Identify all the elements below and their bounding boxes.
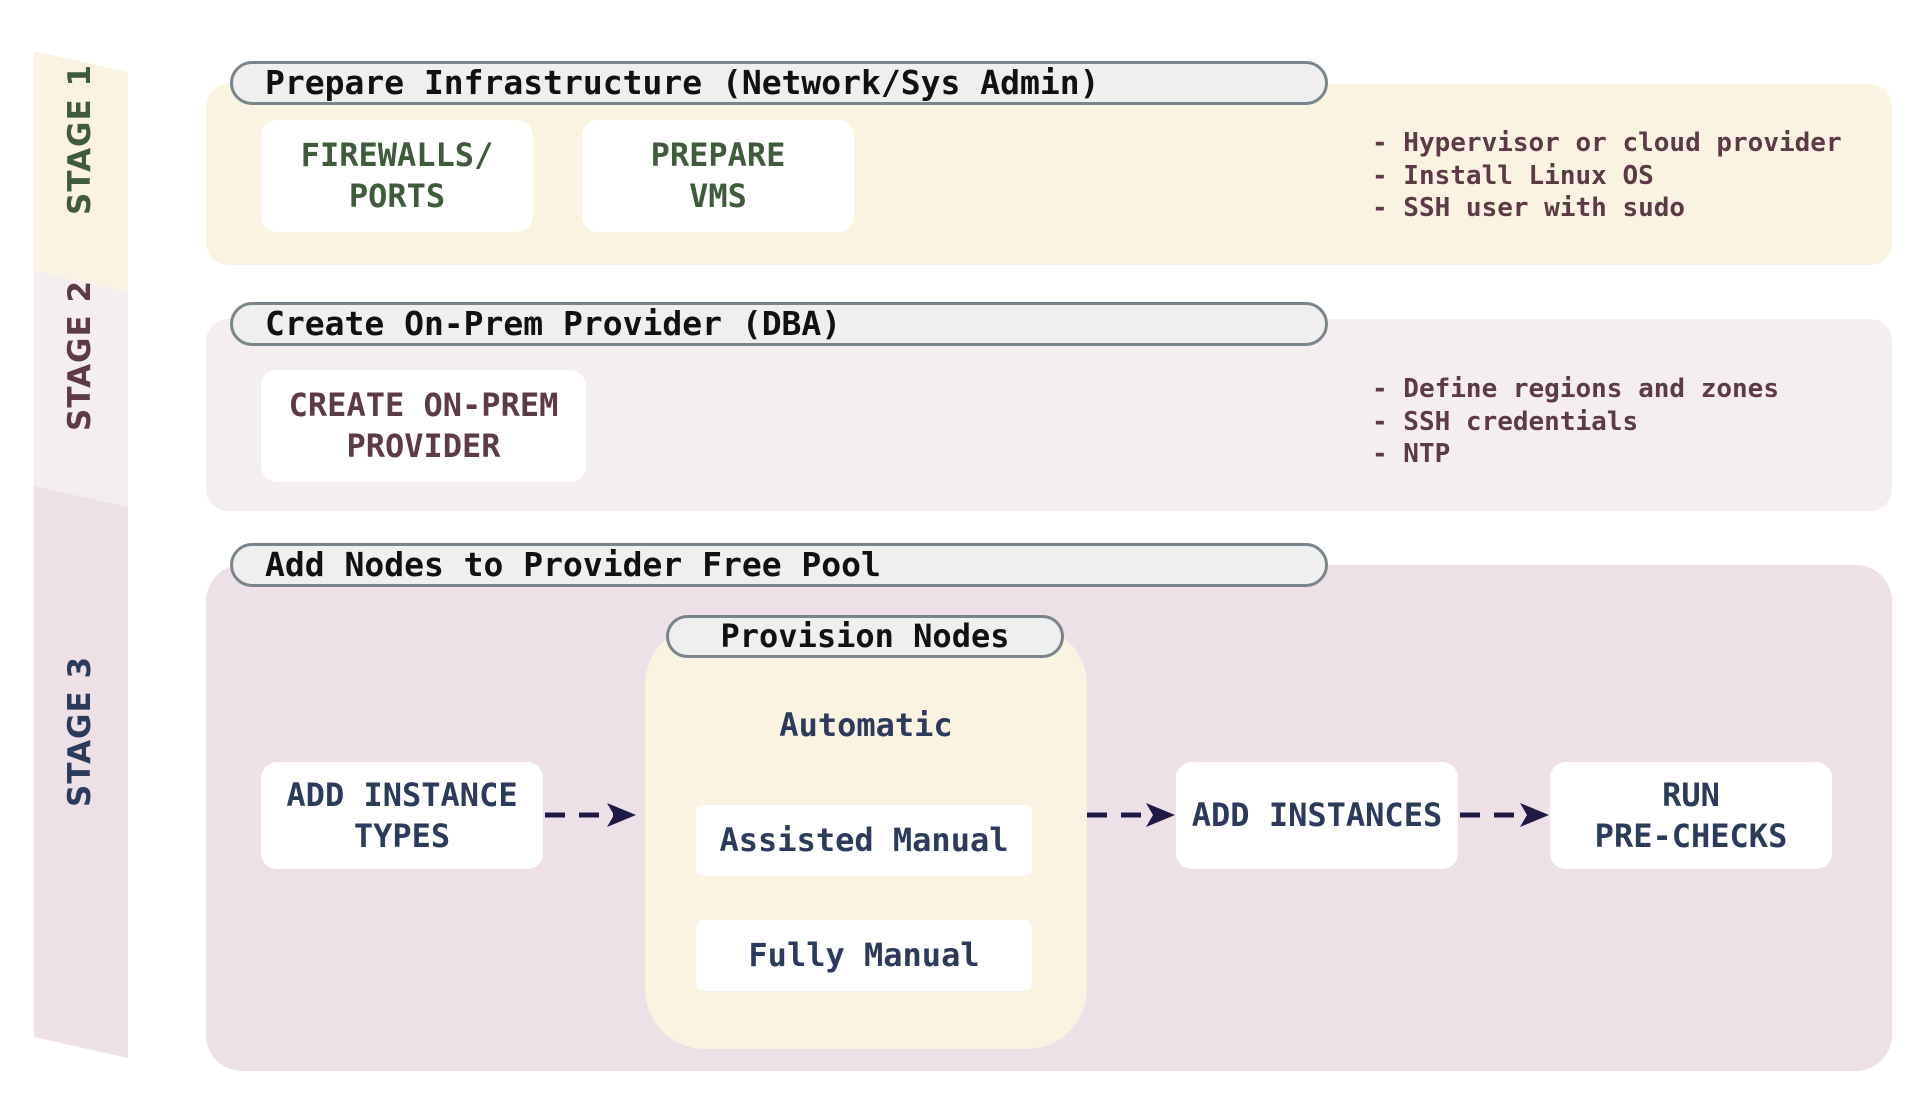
stage-bands [34, 51, 128, 1058]
add-instances-box: ADD INSTANCES [1176, 762, 1458, 869]
provision-option-assisted-manual: Assisted Manual [696, 805, 1032, 876]
stage-2-notes: - Define regions and zones - SSH credent… [1372, 373, 1779, 471]
stage-3-band [34, 486, 128, 1058]
create-on-prem-provider-box: CREATE ON-PREM PROVIDER [261, 370, 586, 482]
stage-2-title: Create On-Prem Provider (DBA) [230, 302, 1328, 346]
provision-nodes-title: Provision Nodes [666, 615, 1064, 658]
stage-1-note: - Hypervisor or cloud provider [1372, 128, 1842, 158]
prepare-vms-box: PREPARE VMS [582, 120, 854, 232]
stage-1-band [34, 51, 128, 292]
stage-1-title: Prepare Infrastructure (Network/Sys Admi… [230, 61, 1328, 105]
arrowhead-icon [1146, 803, 1175, 827]
stage-2-note: - SSH credentials [1372, 406, 1639, 437]
run-prechecks-box: RUN PRE-CHECKS [1550, 762, 1832, 869]
add-instance-types-box: ADD INSTANCE TYPES [261, 762, 543, 869]
stage-2-band [34, 271, 128, 507]
arrowhead-icon [1520, 803, 1549, 827]
stage-2-note: - Define regions and zones [1372, 374, 1779, 404]
arrowhead-icon [607, 803, 636, 827]
firewalls-ports-box: FIREWALLS/ PORTS [261, 120, 533, 232]
provision-option-automatic: Automatic [779, 706, 953, 744]
stage-3-title: Add Nodes to Provider Free Pool [230, 543, 1328, 587]
provision-option-fully-manual: Fully Manual [696, 920, 1032, 991]
stage-1-note: - Install Linux OS [1372, 160, 1654, 191]
stage-1-notes: - Hypervisor or cloud provider - Install… [1372, 127, 1842, 225]
stage-2-note: - NTP [1372, 439, 1451, 469]
stage-1-note: - SSH user with sudo [1372, 193, 1686, 223]
